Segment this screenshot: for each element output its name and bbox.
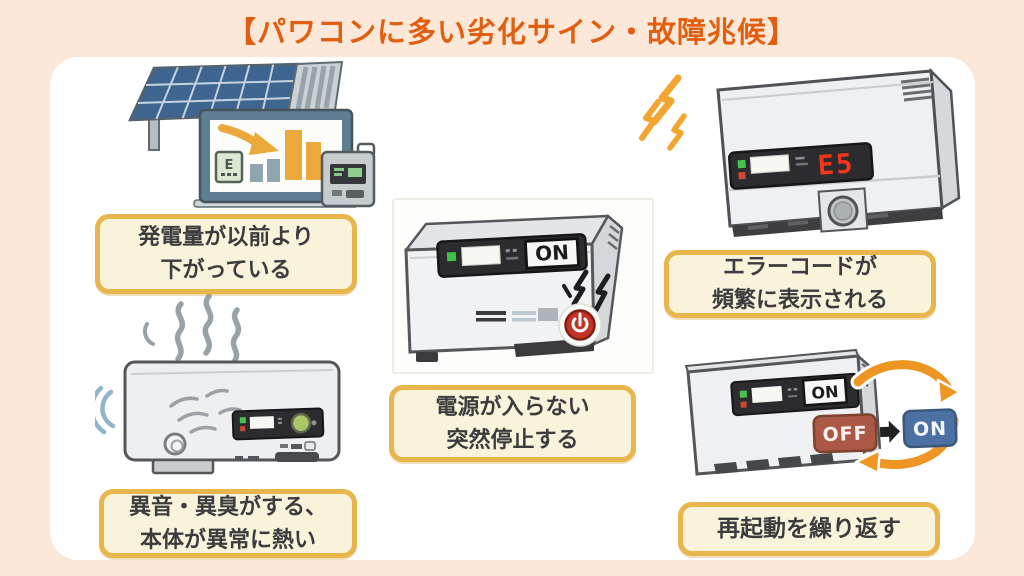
off-on-cycle: OFF ON (812, 408, 958, 454)
green-button-icon (290, 412, 312, 434)
caption-line: 下がっている (160, 258, 292, 283)
caption-line: 頻繁に表示される (711, 288, 888, 313)
caption-line: 再起動を繰り返す (717, 515, 901, 542)
caption-noise-smell-heat: 異音・異臭がする、 本体が異常に熱い (99, 489, 357, 558)
on-badge-label: ON (913, 418, 948, 441)
smoke-icon (142, 293, 242, 365)
green-led-icon (239, 417, 246, 424)
vent-icon (607, 225, 620, 250)
energy-meter-icon: E (214, 150, 244, 184)
front-details (280, 441, 316, 451)
red-led-icon (738, 171, 746, 180)
off-badge (812, 413, 878, 454)
page-title: 【パワコンに多い劣化サイン・故障兆候】 (226, 15, 797, 49)
green-led-icon (737, 159, 746, 169)
caption-line: エラーコードが (722, 255, 877, 280)
vent-icon (900, 77, 933, 102)
caption-generation-drop: 発電量が以前より 下がっている (95, 214, 357, 294)
inverter-display-panel: E5 (728, 142, 874, 190)
lightning-bolts-icon (639, 74, 687, 151)
inverter-display-panel (231, 407, 325, 441)
power-failure-inverter-illustration: ON (392, 198, 654, 374)
inverter-display-panel: ON (436, 233, 588, 278)
monitor-icon-label: E (225, 158, 234, 173)
off-badge-label: OFF (822, 423, 868, 447)
red-led-icon (740, 401, 747, 408)
caption-line: 本体が異常に熱い (139, 527, 316, 553)
overheating-inverter-illustration (95, 293, 341, 475)
green-led-icon (739, 390, 748, 398)
error-code-inverter-illustration: E5 (639, 67, 961, 237)
red-led-icon (240, 426, 246, 432)
caption-restart-loop: 再起動を繰り返す (678, 502, 940, 556)
caption-line: 発電量が以前より (138, 225, 314, 250)
on-badge (902, 408, 958, 449)
solar-panel-monitor-illustration: E (128, 60, 376, 208)
right-arrow-icon (879, 420, 901, 443)
caption-line: 異音・異臭がする、 (128, 494, 327, 520)
inverter-display-panel: ON (730, 372, 860, 417)
caption-error-code: エラーコードが 頻繁に表示される (664, 250, 936, 318)
caption-line: 突然停止する (446, 427, 579, 453)
declining-bar-chart-icon (218, 124, 338, 182)
vibration-marks-icon (169, 388, 242, 434)
lightning-bolts-icon (562, 269, 611, 313)
panel-on-label: ON (534, 240, 569, 266)
declining-chart-monitor: E (193, 108, 359, 208)
front-details (476, 308, 558, 322)
caption-power-failure: 電源が入らない 突然停止する (389, 385, 636, 462)
error-code-display: E5 (817, 148, 856, 181)
panel-on-label: ON (811, 382, 839, 403)
caption-line: 電源が入らない (435, 394, 590, 420)
power-button-icon (558, 303, 602, 347)
inverter-knob (817, 187, 869, 233)
restarting-inverter-illustration: ON OFF ON (684, 348, 962, 476)
sound-waves-icon (95, 385, 116, 435)
power-monitor-device (320, 142, 376, 208)
green-led-icon (446, 251, 457, 262)
